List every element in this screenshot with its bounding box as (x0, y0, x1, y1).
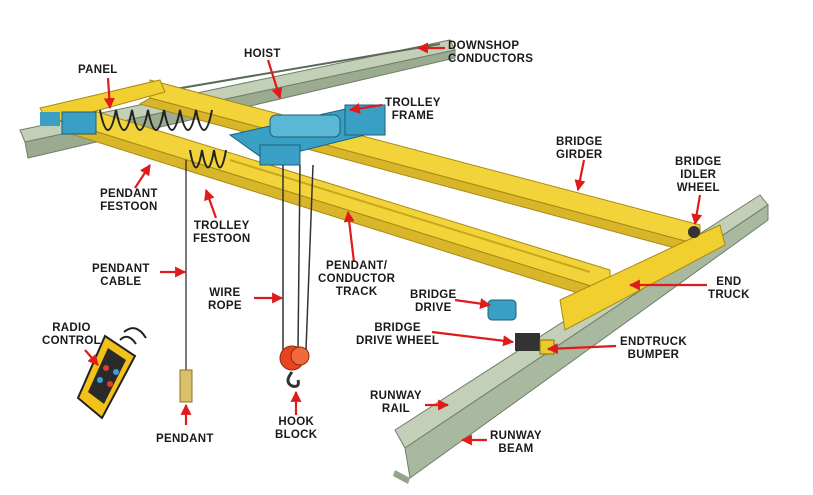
pendant-festoon (99, 109, 213, 131)
wire-ropes (282, 164, 314, 351)
bridge-drive-motor (487, 299, 517, 321)
trolley-assembly (228, 104, 387, 166)
callout-arrows (84, 42, 707, 446)
endtruck-bumper (539, 339, 555, 355)
pendant-box (179, 369, 193, 403)
hook-block-shape (279, 345, 310, 388)
label-pendant: PENDANT (156, 433, 214, 445)
label-hoist: HOIST (244, 48, 281, 60)
panel-box (61, 111, 97, 135)
bridge-idler-wheel (688, 226, 700, 238)
end-truck-right (559, 224, 726, 331)
left-drive (40, 112, 60, 126)
downshop-conductors (139, 43, 441, 96)
label-panel: PANEL (78, 64, 118, 76)
pendant-conductor-track (229, 159, 591, 273)
bridge-drive-wheel (515, 333, 540, 351)
trolley-festoon (189, 149, 227, 169)
